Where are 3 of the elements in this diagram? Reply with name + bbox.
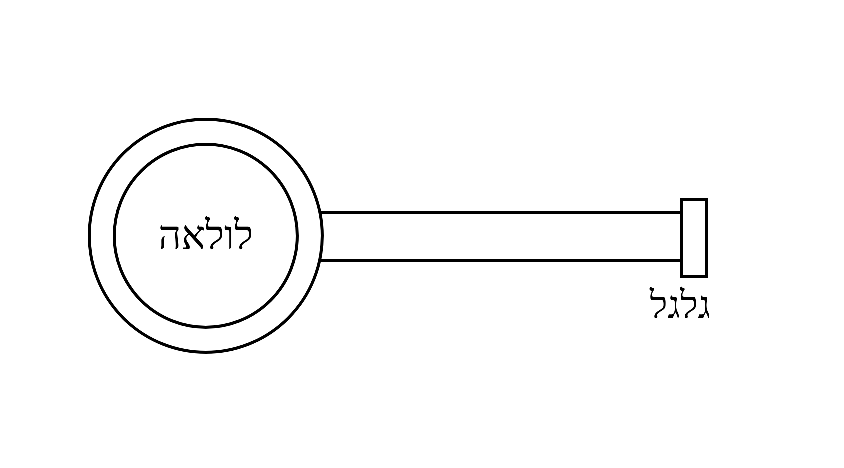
part-label: לולאה — [158, 216, 254, 256]
part-label: גלגל — [650, 286, 711, 324]
connecting-bar — [320, 212, 682, 262]
